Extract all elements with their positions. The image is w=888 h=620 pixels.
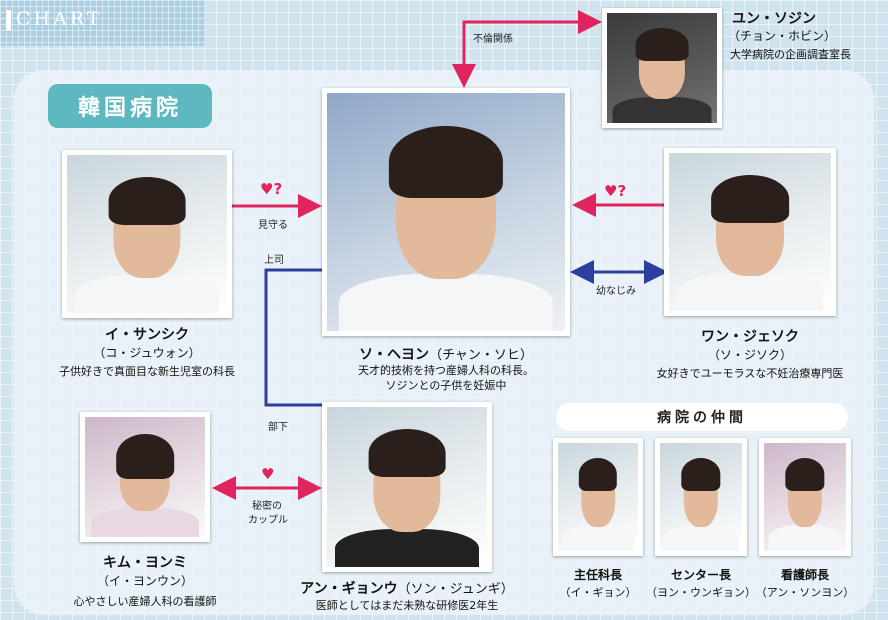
name-wang-jesok: ワン・ジェソク xyxy=(701,329,799,345)
name-an-gyonu-main: アン・ギョンウ xyxy=(300,581,398,597)
photo-chief xyxy=(553,438,643,556)
desc-so-hyeon-1: 天才的技術を持つ産婦人科の科長。 xyxy=(358,364,534,377)
name-lee-sansik: イ・サンシク xyxy=(105,327,189,343)
header-bar xyxy=(6,10,11,30)
actor-kim-yonmi: （イ・ヨンウン） xyxy=(96,574,193,588)
photo-an-gyonu xyxy=(322,402,492,572)
actor-an-gyonu: （ソン・ジュンギ） xyxy=(397,582,514,597)
name-kim-yonmi: キム・ヨンミ xyxy=(103,555,187,571)
role-chief: 主任科長 xyxy=(573,568,622,582)
photo-yun-sojin xyxy=(602,8,722,128)
section-hospital-label: 韓国病院 xyxy=(48,84,212,128)
rel-subordinate: 部下 xyxy=(268,422,288,433)
photo-lee-sansik xyxy=(62,150,232,318)
actor-chief: （イ・ギョン） xyxy=(559,586,637,599)
actor-lee-sansik: （コ・ジュウォン） xyxy=(93,346,201,360)
role-nurse-head: 看護師長 xyxy=(780,568,829,582)
name-an-gyonu: アン・ギョンウ（ソン・ジュンギ） xyxy=(300,578,514,598)
photo-kim-yonmi xyxy=(80,412,210,542)
rel-childhood: 幼なじみ xyxy=(596,286,636,297)
portrait-yun-sojin xyxy=(607,13,717,123)
actor-center: （ヨン・ウンギョン） xyxy=(646,586,756,599)
portrait-lee-sansik xyxy=(67,155,227,313)
portrait-nurse-head xyxy=(764,443,846,551)
header-label: CHART xyxy=(16,8,103,30)
chart-header: CHART xyxy=(0,0,205,46)
rel-secret-1: 秘密の xyxy=(252,501,282,512)
portrait-chief xyxy=(558,443,638,551)
name-yun-sojin: ユン・ソジン xyxy=(732,11,816,27)
desc-so-hyeon-2: ソジンとの子供を妊娠中 xyxy=(385,379,507,392)
photo-wang-jesok xyxy=(664,148,836,316)
portrait-kim-yonmi xyxy=(85,417,205,537)
heart-couple: ♥ xyxy=(261,465,275,483)
rel-boss: 上司 xyxy=(264,255,284,266)
rel-secret-2: カップル xyxy=(248,515,288,526)
desc-wang-jesok: 女好きでユーモラスな不妊治療専門医 xyxy=(656,367,844,380)
portrait-wang-jesok xyxy=(669,153,831,311)
photo-nurse-head xyxy=(759,438,851,556)
actor-yun-sojin: （チョン・ホビン） xyxy=(728,29,837,43)
actor-nurse-head: （アン・ソンヨン） xyxy=(755,586,855,599)
desc-yun-sojin: 大学病院の企画調査室長 xyxy=(730,48,851,61)
role-center: センター長 xyxy=(670,568,731,582)
affair-line xyxy=(452,10,602,88)
friends-section-label: 病院の仲間 xyxy=(556,403,848,431)
portrait-an-gyonu xyxy=(327,407,487,567)
name-so-hyeon-main: ソ・ヘヨン xyxy=(359,347,430,363)
photo-center xyxy=(655,438,747,556)
boss-line xyxy=(264,268,322,407)
rel-affair: 不倫関係 xyxy=(473,34,513,45)
photo-so-hyeon xyxy=(322,88,570,336)
desc-kim-yonmi: 心やさしい産婦人科の看護師 xyxy=(73,595,217,608)
portrait-center xyxy=(660,443,742,551)
desc-lee-sansik: 子供好きで真面目な新生児室の科長 xyxy=(59,365,235,378)
desc-an-gyonu: 医師としてはまだ未熟な研修医2年生 xyxy=(315,599,499,612)
name-so-hyeon: ソ・ヘヨン（チャン・ソヒ） xyxy=(322,344,570,364)
rel-watch: 見守る xyxy=(258,220,288,231)
portrait-so-hyeon xyxy=(327,93,565,331)
heart-question-watch: ♥? xyxy=(260,180,283,198)
actor-wang-jesok: （ソ・ジソク） xyxy=(707,348,792,362)
heart-question-wang: ♥? xyxy=(604,182,627,200)
actor-so-hyeon: （チャン・ソヒ） xyxy=(429,348,533,363)
